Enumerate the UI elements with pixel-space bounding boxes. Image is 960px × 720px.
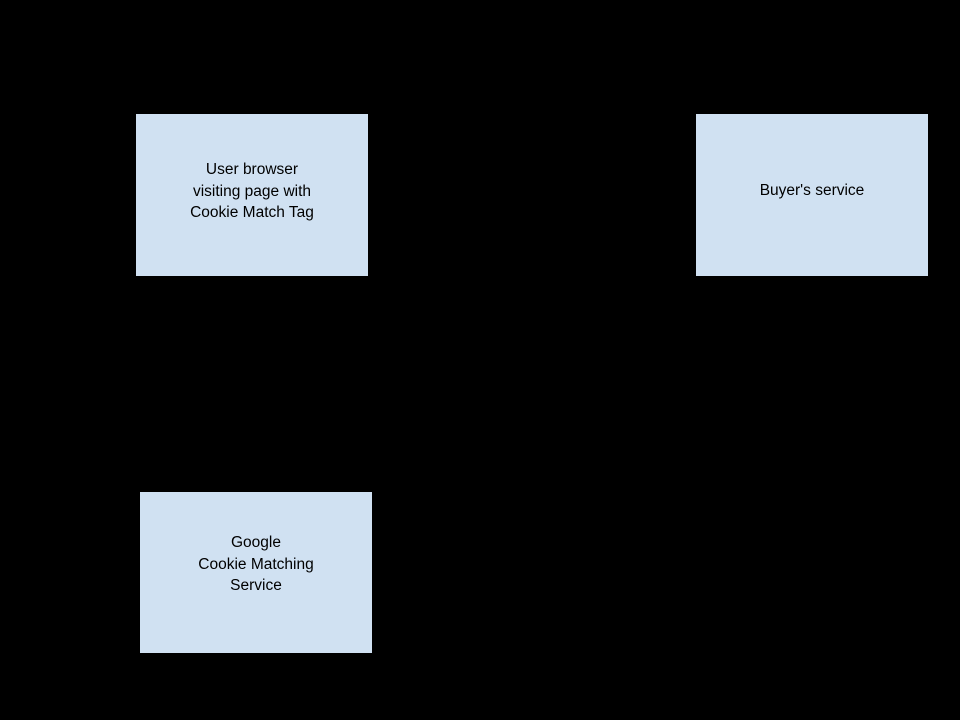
node-buyers-service-label: Buyer's service <box>759 182 865 199</box>
node-user-browser[interactable]: User browser visiting page with Cookie M… <box>136 114 368 276</box>
node-google-cookie-matching-service[interactable]: Google Cookie Matching Service <box>140 492 372 653</box>
node-user-browser-label: User browser visiting page with Cookie M… <box>190 161 314 221</box>
node-google-cookie-matching-service-label: Google Cookie Matching Service <box>198 534 314 594</box>
node-buyers-service[interactable]: Buyer's service <box>696 114 928 276</box>
